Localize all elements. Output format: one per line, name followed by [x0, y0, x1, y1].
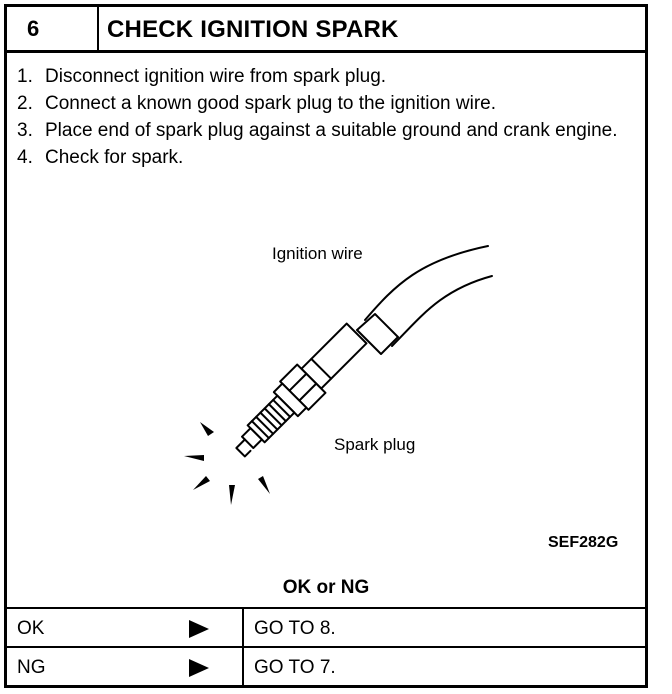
column-divider	[242, 609, 244, 647]
instruction-number: 2.	[17, 93, 33, 114]
result-action: GO TO 8.	[254, 618, 336, 639]
ignition-wire-icon	[356, 245, 493, 355]
ok-ng-title: OK or NG	[282, 577, 370, 598]
instruction-item: 3. Place end of spark plug against a suit…	[17, 117, 637, 144]
spark-plug-label: Spark plug	[334, 435, 416, 454]
instruction-text: Place end of spark plug against a suitab…	[45, 120, 618, 141]
result-action: GO TO 7.	[254, 657, 336, 678]
spark-rays-icon	[184, 422, 270, 505]
instruction-text: Check for spark.	[45, 147, 184, 168]
instruction-number: 1.	[17, 66, 33, 87]
instruction-item: 1. Disconnect ignition wire from spark pl…	[17, 63, 637, 90]
result-label: NG	[17, 657, 46, 678]
arrow-right-icon	[189, 620, 209, 638]
arrow-right-icon	[189, 659, 209, 677]
procedure-frame: 6 CHECK IGNITION SPARK 1. Disconnect igni…	[4, 4, 648, 688]
instruction-text: Disconnect ignition wire from spark plug…	[45, 66, 387, 87]
step-title: CHECK IGNITION SPARK	[107, 16, 399, 43]
instruction-item: 4. Check for spark.	[17, 144, 637, 171]
result-row-ok: OK GO TO 8.	[7, 607, 645, 647]
instruction-number: 3.	[17, 120, 33, 141]
instruction-item: 2. Connect a known good spark plug to the…	[17, 90, 637, 117]
result-label: OK	[17, 618, 45, 639]
instruction-number: 4.	[17, 147, 33, 168]
spark-plug-icon	[235, 322, 368, 458]
ignition-wire-label: Ignition wire	[272, 244, 363, 263]
step-header: 6 CHECK IGNITION SPARK	[7, 7, 645, 53]
instruction-list: 1. Disconnect ignition wire from spark pl…	[17, 63, 637, 171]
column-divider	[242, 648, 244, 686]
result-row-ng: NG GO TO 7.	[7, 646, 645, 686]
instruction-text: Connect a known good spark plug to the i…	[45, 93, 496, 114]
step-number: 6	[7, 7, 99, 50]
figure-code: SEF282G	[548, 534, 619, 551]
